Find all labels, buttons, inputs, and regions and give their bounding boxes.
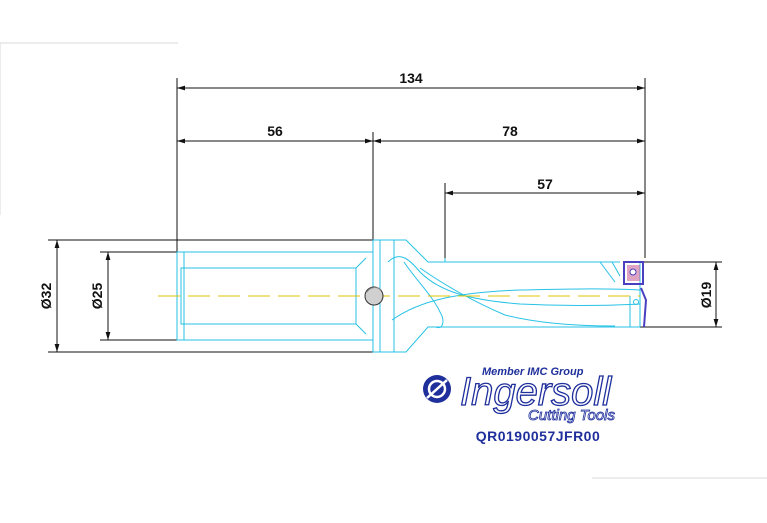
brand-tagline: Member IMC Group <box>482 366 584 378</box>
body-taper <box>394 239 620 263</box>
dim-text-57: 57 <box>537 176 553 192</box>
dimension-lines <box>54 85 719 352</box>
coolant-hole <box>364 286 384 306</box>
dim-text-d25: Ø25 <box>89 283 105 310</box>
dim-text-78: 78 <box>502 123 518 139</box>
flute-curve-upper <box>387 256 641 306</box>
dim-text-d19: Ø19 <box>698 282 714 309</box>
frame-lines <box>0 42 767 479</box>
dim-text-d32: Ø32 <box>38 283 54 310</box>
flute-curve-lower <box>391 288 641 321</box>
insert-tip <box>623 261 648 328</box>
dim-text-56: 56 <box>267 123 283 139</box>
ingersoll-logo: Member IMC Group Ingersoll Cutting Tools <box>423 366 616 424</box>
insert-screw <box>633 299 639 305</box>
brand-name: Ingersoll <box>460 370 612 414</box>
dim-text-134: 134 <box>399 70 423 86</box>
brand-subtitle: Cutting Tools <box>528 407 615 424</box>
part-number: QR0190057JFR00 <box>475 428 601 444</box>
extension-lines <box>48 78 722 353</box>
